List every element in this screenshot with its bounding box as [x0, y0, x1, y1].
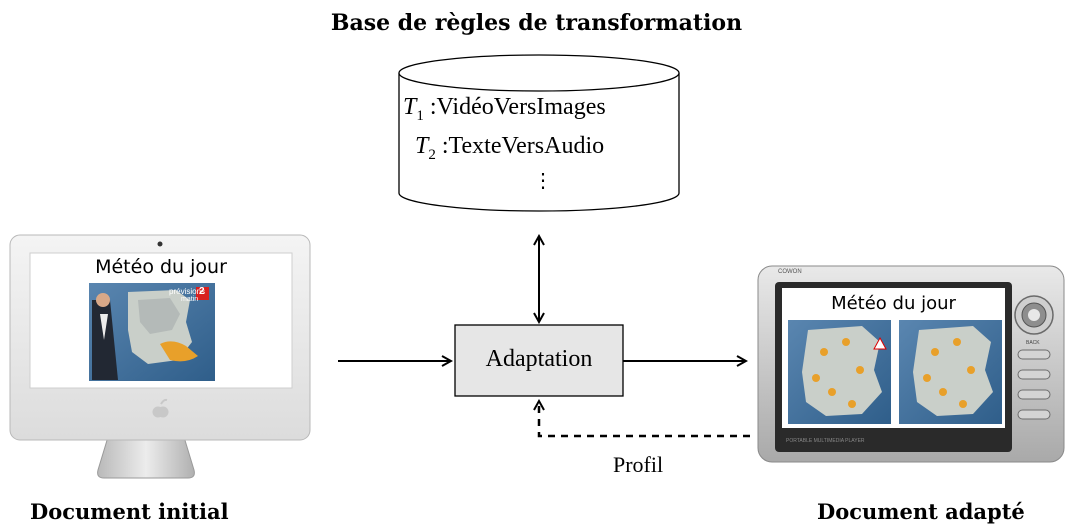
- rule-1: T1 :VidéoVersImages: [403, 94, 606, 125]
- weather-map-image-2: [899, 320, 1002, 424]
- rules-ellipsis: ⋮: [533, 170, 553, 192]
- profile-feedback-arrow: [539, 401, 750, 438]
- rule-1-symbol: T: [403, 94, 417, 120]
- rule-2: T2 :TexteVersAudio: [415, 133, 604, 164]
- device-footer: PORTABLE MULTIMEDIA PLAYER: [786, 438, 865, 444]
- profile-label: Profil: [613, 452, 664, 477]
- source-screen-title: Météo du jour: [95, 256, 227, 278]
- diagram-title: Base de règles de transformation: [330, 10, 743, 36]
- video-badge-text: prévisions: [169, 287, 206, 296]
- weather-map-image-1: [788, 320, 891, 424]
- video-badge: prévisions: [169, 287, 205, 296]
- channel-number: 2: [199, 286, 205, 297]
- device-back-label: BACK: [1026, 340, 1040, 346]
- video-badge-sub: matin: [181, 296, 199, 303]
- target-screen-title: Météo du jour: [831, 293, 956, 314]
- rule-1-name: :VidéoVersImages: [429, 94, 606, 120]
- rules-database-cylinder: [398, 54, 680, 212]
- apple-logo-icon: [152, 398, 169, 418]
- weather-video-frame: [89, 283, 215, 381]
- rule-2-symbol: T: [415, 133, 429, 159]
- target-caption: Document adapté: [817, 499, 1025, 524]
- adaptation-label: Adaptation: [485, 346, 593, 372]
- navigation-dial-icon: [1014, 295, 1054, 335]
- device-brand: COWON: [778, 269, 802, 275]
- rule-2-name: :TexteVersAudio: [441, 133, 605, 159]
- rule-1-index: 1: [416, 107, 424, 124]
- rule-2-index: 2: [428, 146, 436, 163]
- source-caption: Document initial: [30, 499, 229, 524]
